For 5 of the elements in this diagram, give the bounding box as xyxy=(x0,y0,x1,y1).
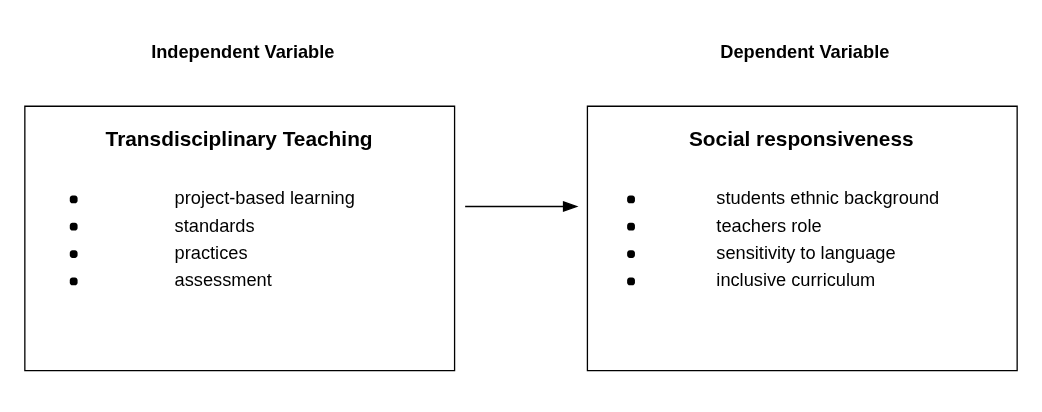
arrow xyxy=(464,200,579,212)
node-label: Independent Variable xyxy=(151,40,335,62)
node-box: Transdisciplinary Teaching project-based learning standards practices assessment xyxy=(24,105,456,371)
node-label: Dependent Variable xyxy=(720,40,890,62)
node-box: Social responsiveness students ethnic background teachers role sensitivity to language inclusive curriculum xyxy=(586,105,1018,371)
